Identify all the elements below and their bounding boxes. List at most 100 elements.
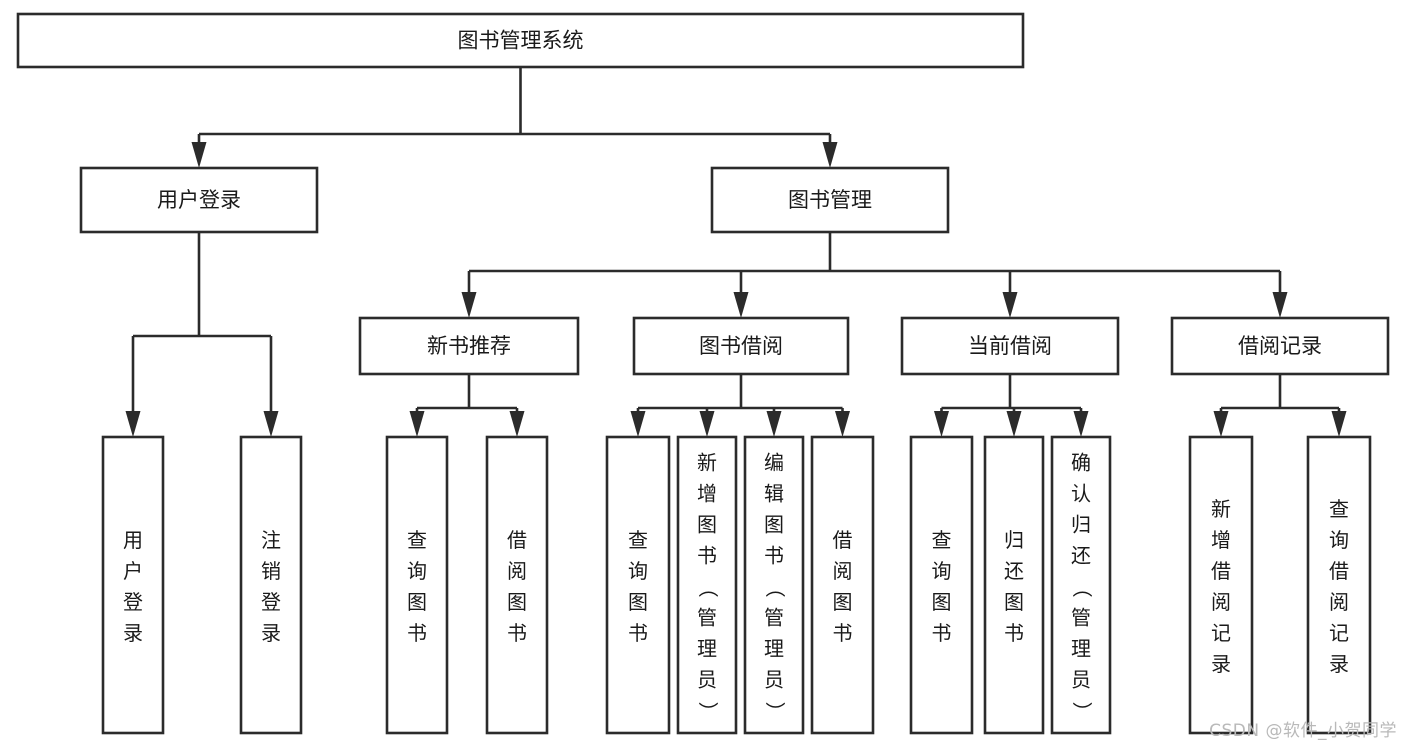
node-label-char: 图: [932, 590, 952, 614]
node-box[interactable]: [743, 435, 805, 735]
node-box[interactable]: [358, 316, 580, 376]
node-label-char: （: [763, 578, 787, 598]
node-label-char: ）: [1070, 702, 1094, 722]
node-label-char: 查: [932, 528, 952, 552]
node-box[interactable]: [239, 435, 303, 735]
node-label-char: 图: [628, 590, 648, 614]
arrow-head-icon: [630, 411, 646, 437]
node-level3[interactable]: 借阅记录: [1170, 316, 1390, 376]
node-box[interactable]: [676, 435, 738, 735]
node-label-char: 书: [764, 544, 784, 568]
node-box[interactable]: [810, 435, 875, 735]
node-box[interactable]: [485, 435, 549, 735]
node-label-char: 新: [1211, 497, 1231, 521]
node-label-char: 记: [1329, 621, 1349, 645]
node-label-char: 阅: [1329, 590, 1349, 614]
node-label-char: 还: [1004, 559, 1024, 583]
node-level3[interactable]: 当前借阅: [900, 316, 1120, 376]
node-label-char: 销: [261, 559, 281, 583]
node-leaf[interactable]: 用户登录: [101, 435, 165, 735]
node-box[interactable]: [1188, 435, 1254, 735]
node-label-char: 增: [697, 482, 717, 506]
node-label-char: 录: [1211, 652, 1231, 676]
node-level2[interactable]: 图书管理: [710, 166, 950, 234]
arrow-head-icon: [733, 292, 749, 318]
node-label-char: 询: [932, 559, 952, 583]
node-label: 用户登录: [157, 188, 241, 212]
arrow-head-icon: [1002, 292, 1018, 318]
node-label-char: 书: [1004, 621, 1024, 645]
watermark-label: CSDN @软件_小贺同学: [1209, 721, 1397, 741]
node-label-char: 图: [1004, 590, 1024, 614]
node-level2[interactable]: 用户登录: [79, 166, 319, 234]
node-label-char: 登: [261, 590, 281, 614]
node-label-char: 管: [1071, 606, 1091, 630]
node-label: 新书推荐: [427, 334, 511, 358]
node-label-char: 查: [407, 528, 427, 552]
node-label: 当前借阅: [968, 334, 1052, 358]
node-label-char: 编: [764, 451, 784, 475]
node-label-char: 图: [833, 590, 853, 614]
node-box[interactable]: [710, 166, 950, 234]
node-level3[interactable]: 图书借阅: [632, 316, 850, 376]
node-label-char: 书: [932, 621, 952, 645]
node-box[interactable]: [1170, 316, 1390, 376]
node-box[interactable]: [385, 435, 449, 735]
node-box[interactable]: [16, 12, 1025, 69]
arrow-head-icon: [1331, 411, 1347, 437]
node-box[interactable]: [632, 316, 850, 376]
node-level3[interactable]: 新书推荐: [358, 316, 580, 376]
node-box[interactable]: [1050, 435, 1112, 735]
arrow-head-icon: [766, 411, 782, 437]
node-label-char: 询: [407, 559, 427, 583]
node-label-char: 书: [833, 621, 853, 645]
node-box[interactable]: [605, 435, 671, 735]
node-label-char: 书: [697, 544, 717, 568]
node-root[interactable]: 图书管理系统: [16, 12, 1025, 69]
node-label: 图书管理: [788, 188, 872, 212]
arrow-head-icon: [1073, 411, 1089, 437]
node-label-char: 员: [764, 668, 784, 692]
node-label-char: ）: [763, 702, 787, 722]
node-label-char: 管: [697, 606, 717, 630]
node-label-char: 理: [1071, 637, 1091, 661]
arrow-head-icon: [1006, 411, 1022, 437]
node-label: 图书借阅: [699, 334, 783, 358]
node-box[interactable]: [983, 435, 1045, 735]
node-label-char: 录: [1329, 652, 1349, 676]
node-label-char: 新: [697, 451, 717, 475]
node-label: 图书管理系统: [458, 29, 584, 53]
node-label-char: 书: [407, 621, 427, 645]
nodes-layer: 图书管理系统用户登录图书管理新书推荐图书借阅当前借阅借阅记录用户登录注销登录查询…: [16, 12, 1390, 735]
node-box[interactable]: [79, 166, 319, 234]
node-label-char: 图: [407, 590, 427, 614]
node-box[interactable]: [101, 435, 165, 735]
node-label-char: 辑: [764, 482, 784, 506]
node-box[interactable]: [909, 435, 974, 735]
node-label-char: 录: [261, 621, 281, 645]
node-label-char: 注: [261, 528, 281, 552]
arrow-head-icon: [835, 411, 850, 437]
node-label-char: 查: [628, 528, 648, 552]
node-box[interactable]: [900, 316, 1120, 376]
node-label-char: 借: [507, 528, 527, 552]
node-label-char: 归: [1004, 528, 1024, 552]
node-label-char: 书: [628, 621, 648, 645]
node-label-char: 阅: [507, 559, 527, 583]
node-box[interactable]: [1306, 435, 1372, 735]
arrow-head-icon: [1213, 411, 1229, 437]
node-label-char: 借: [833, 528, 853, 552]
